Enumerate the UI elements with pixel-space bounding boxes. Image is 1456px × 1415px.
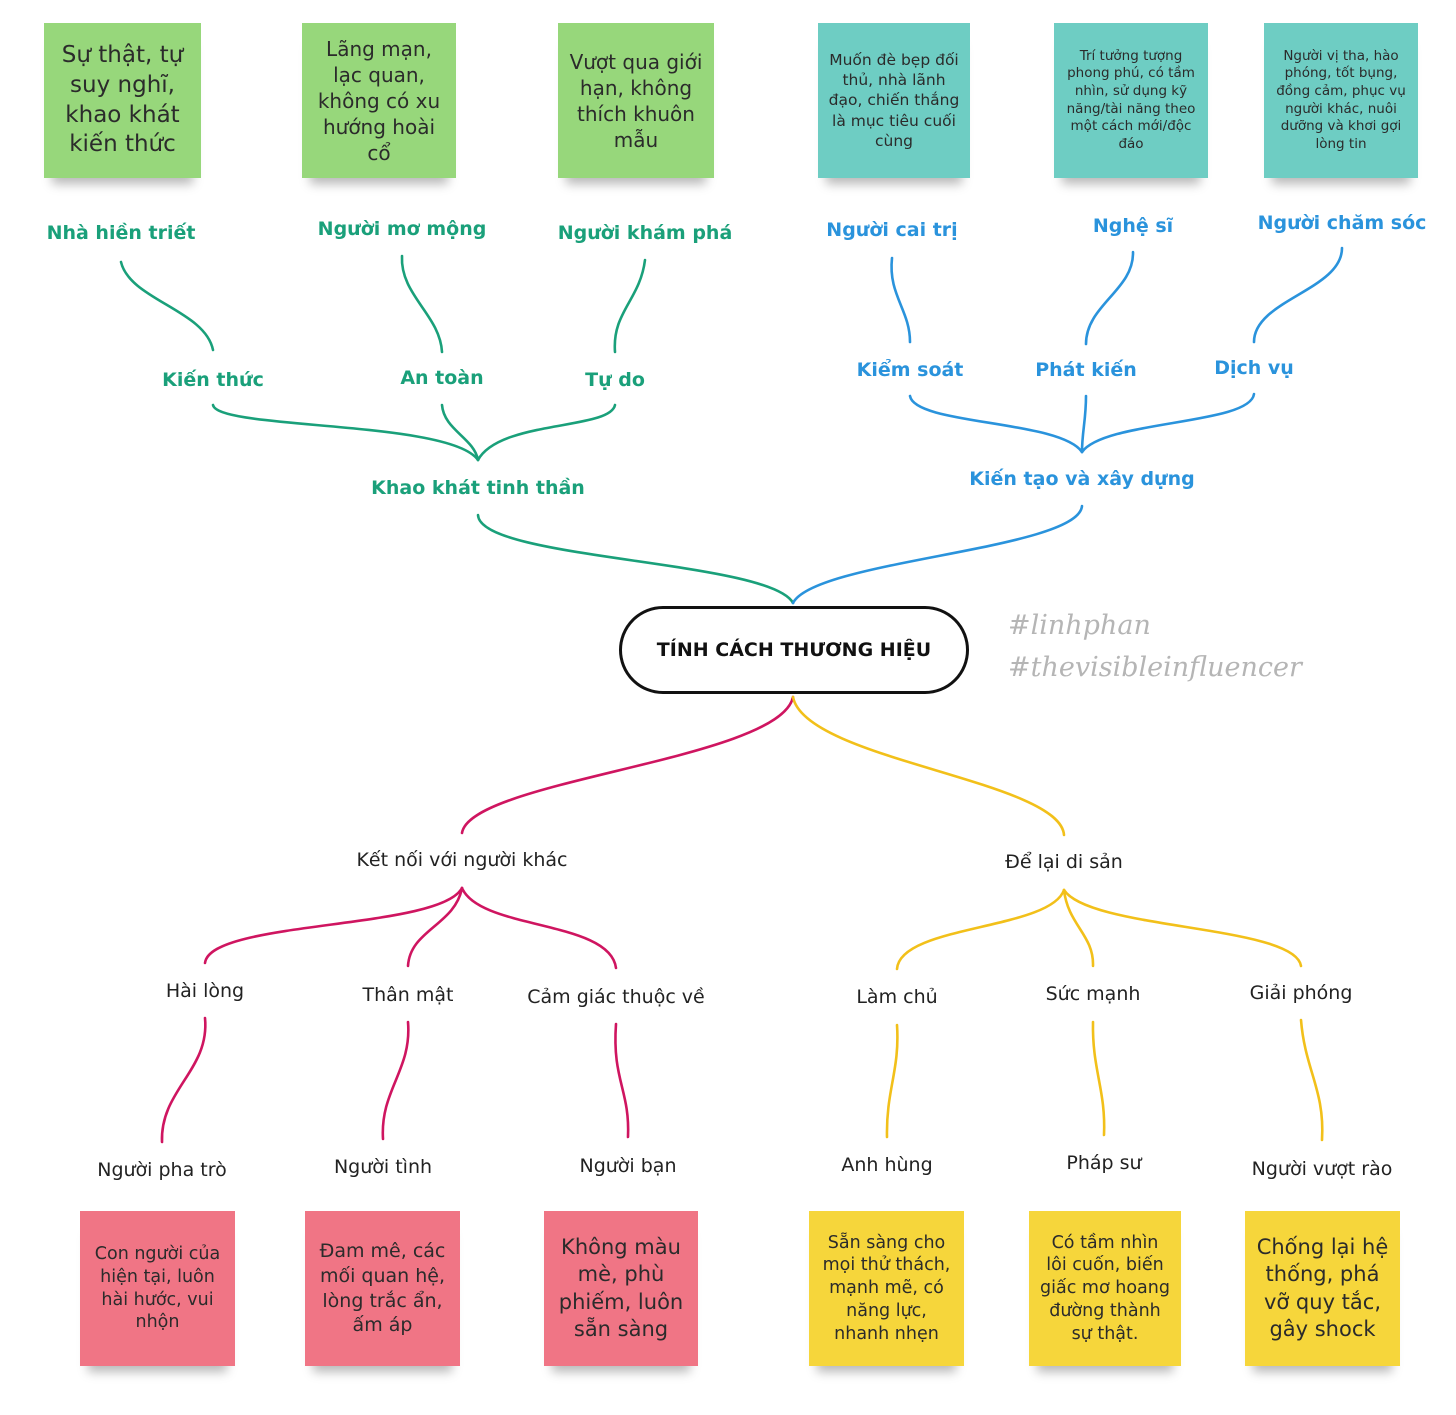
sticky-note: Lãng mạn, lạc quan, không có xu hướng ho… (302, 23, 456, 178)
archetype-label: Pháp sư (1066, 1152, 1142, 1174)
archetype-label: Người tình (333, 1156, 433, 1178)
connector-line (1080, 394, 1088, 454)
group-label: Kết nối với người khác (356, 849, 568, 871)
motivation-label: Làm chủ (856, 986, 938, 1008)
connector-line (1091, 1020, 1106, 1137)
connector-line (890, 256, 912, 344)
connector-line (440, 403, 480, 462)
connector-line (1252, 246, 1344, 344)
group-label: Khao khát tinh thần (371, 477, 585, 499)
connector-line (791, 695, 1066, 837)
connector-line (203, 886, 464, 965)
sticky-note: Sự thật, tự suy nghĩ, khao khát kiến thứ… (44, 23, 201, 178)
connector-line (476, 513, 795, 605)
connector-line (613, 258, 647, 354)
connector-line (885, 1023, 899, 1139)
sticky-note: Không màu mè, phù phiếm, luôn sẵn sàng (544, 1211, 698, 1366)
connector-line (460, 695, 795, 835)
motivation-label: Tự do (585, 369, 645, 391)
connector-line (791, 504, 1084, 605)
sticky-note: Có tầm nhìn lôi cuốn, biến giấc mơ hoang… (1029, 1211, 1181, 1366)
archetype-label: Người pha trò (97, 1159, 227, 1181)
sticky-note: Trí tưởng tượng phong phú, có tầm nhìn, … (1054, 23, 1208, 178)
motivation-label: Phát kiến (1035, 359, 1137, 381)
sticky-note: Người vị tha, hào phóng, tốt bụng, đồng … (1264, 23, 1418, 178)
archetype-label: Người cai trị (826, 219, 958, 241)
archetype-label: Người mơ mộng (317, 218, 487, 240)
connector-line (1062, 888, 1095, 968)
motivation-label: Dịch vụ (1214, 357, 1294, 379)
hashtag: #thevisibleinfluencer (1008, 652, 1302, 683)
motivation-label: Thân mật (362, 984, 454, 1006)
archetype-label: Người bạn (579, 1155, 677, 1177)
connector-line (895, 888, 1066, 971)
group-label: Kiến tạo và xây dựng (969, 468, 1195, 490)
connector-line (476, 403, 617, 462)
motivation-label: Sức mạnh (1045, 983, 1141, 1005)
sticky-note: Đam mê, các mối quan hệ, lòng trắc ẩn, ấ… (305, 1211, 460, 1366)
motivation-label: Cảm giác thuộc về (527, 986, 705, 1008)
connector-line (381, 1020, 410, 1141)
connector-line (211, 403, 480, 462)
motivation-label: An toàn (400, 367, 484, 389)
sticky-note: Con người của hiện tại, luôn hài hước, v… (80, 1211, 235, 1366)
hashtag: #linhphan (1008, 610, 1151, 641)
motivation-label: Kiến thức (162, 369, 264, 391)
sticky-note: Chống lại hệ thống, phá vỡ quy tắc, gây … (1245, 1211, 1400, 1366)
connector-line (160, 1016, 207, 1144)
sticky-note: Sẵn sàng cho mọi thử thách, mạnh mẽ, có … (809, 1211, 964, 1366)
connector-line (908, 394, 1084, 454)
central-topic: TÍNH CÁCH THƯƠNG HIỆU (619, 606, 969, 694)
motivation-label: Giải phóng (1249, 982, 1353, 1004)
archetype-label: Người chăm sóc (1257, 212, 1427, 234)
connector-line (1084, 250, 1135, 346)
connector-line (119, 260, 215, 352)
connector-line (406, 886, 464, 968)
connector-line (1299, 1018, 1324, 1142)
motivation-label: Hài lòng (165, 980, 245, 1002)
archetype-label: Nhà hiền triết (46, 222, 196, 244)
connector-line (1080, 392, 1256, 454)
connector-line (400, 254, 444, 354)
connector-line (460, 886, 618, 970)
archetype-label: Người khám phá (557, 222, 733, 244)
sticky-note: Vượt qua giới hạn, không thích khuôn mẫu (558, 23, 714, 178)
archetype-label: Nghệ sĩ (1092, 215, 1174, 237)
connector-line (1062, 888, 1303, 968)
motivation-label: Kiểm soát (856, 359, 964, 381)
group-label: Để lại di sản (1005, 851, 1123, 873)
archetype-label: Người vượt rào (1251, 1158, 1393, 1180)
sticky-note: Muốn đè bẹp đối thủ, nhà lãnh đạo, chiến… (818, 23, 970, 178)
archetype-label: Anh hùng (841, 1154, 933, 1176)
connector-line (614, 1022, 630, 1139)
